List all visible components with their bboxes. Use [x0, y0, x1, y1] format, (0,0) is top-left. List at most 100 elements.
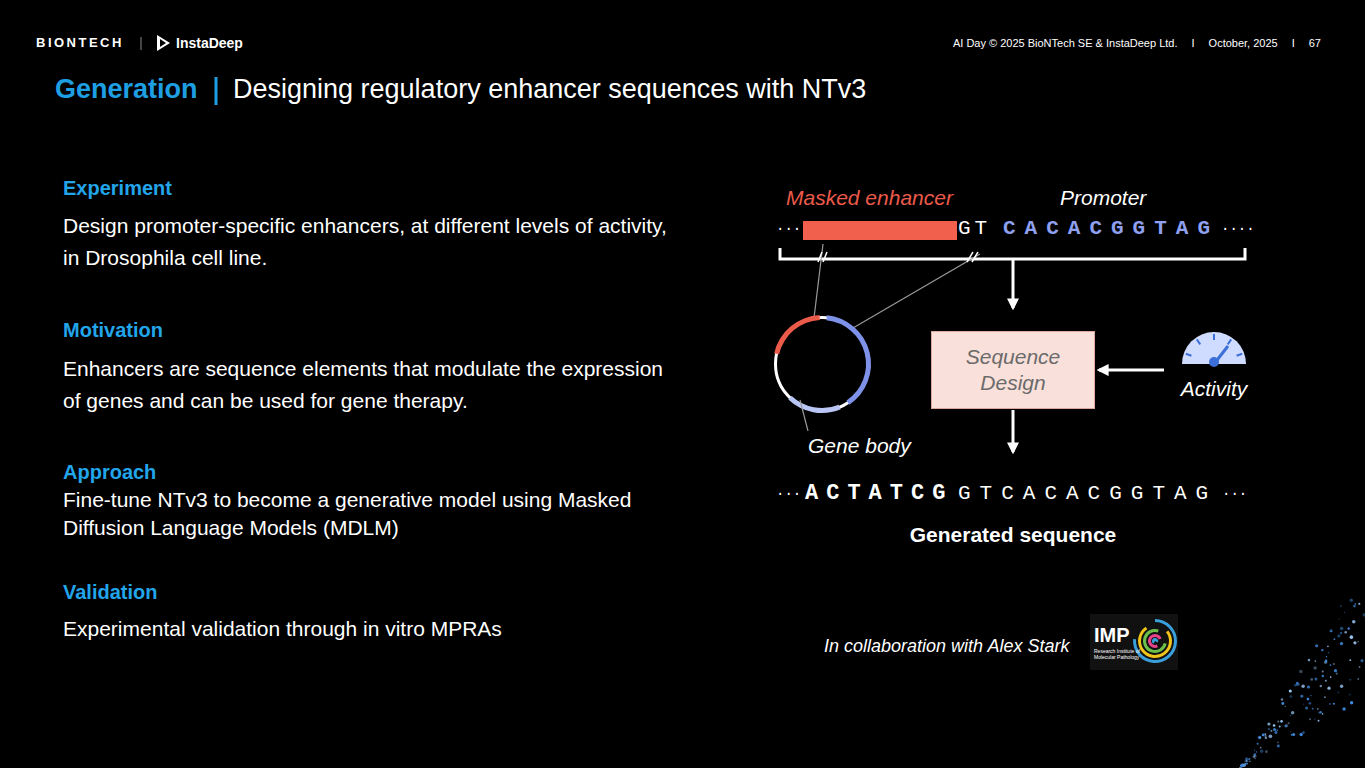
particle [1291, 711, 1295, 715]
instadeep-icon [157, 35, 170, 51]
particle [1328, 652, 1329, 653]
particle [1269, 735, 1273, 739]
particle [1256, 751, 1257, 752]
company-logo: InstaDeep [176, 35, 243, 51]
particle [1348, 627, 1350, 629]
gauge-tick [1237, 354, 1243, 356]
particle [1303, 703, 1305, 705]
particle [1344, 612, 1345, 613]
particle [1305, 706, 1308, 709]
particle [1361, 659, 1364, 662]
body-text: Experimental validation through in vitro… [63, 617, 502, 641]
particle [1284, 725, 1287, 728]
caption-label: Generated sequence [910, 523, 1117, 547]
particle [1339, 618, 1340, 619]
particle [1291, 734, 1293, 736]
particle [1334, 638, 1336, 640]
separator: I [1292, 37, 1295, 50]
particle [1333, 703, 1335, 705]
particle [1264, 733, 1266, 735]
ellipsis: ···· [1221, 221, 1255, 237]
particle [1273, 724, 1276, 727]
particle [1279, 726, 1281, 728]
sequence: ACTATCG [805, 481, 953, 506]
particle [1273, 728, 1276, 731]
particle [1355, 603, 1356, 604]
particle [1244, 760, 1247, 763]
particle [1350, 701, 1353, 704]
section-heading: Motivation [63, 319, 163, 342]
particle [1322, 670, 1324, 672]
particle [1258, 736, 1262, 740]
process-box: Sequence Design [931, 331, 1095, 409]
particle [1322, 713, 1324, 715]
particle [1349, 694, 1351, 696]
particle [1300, 695, 1303, 698]
ellipsis: ··· [1222, 486, 1247, 502]
arrow-connector [1099, 369, 1164, 372]
particle [1336, 672, 1338, 674]
gauge-tick [1228, 339, 1231, 344]
particle [1340, 685, 1343, 688]
particle [1312, 708, 1314, 710]
particle [1244, 764, 1246, 766]
particle [1285, 706, 1286, 707]
break-mark [967, 252, 978, 262]
particle [1281, 702, 1284, 705]
particle [1319, 711, 1321, 713]
particle [1265, 737, 1267, 739]
particle [1307, 685, 1310, 688]
logo-text: IMP [1094, 624, 1130, 647]
gauge-tick [1186, 354, 1192, 356]
section-name: Generation [55, 74, 198, 105]
particle [1285, 724, 1288, 727]
section-heading: Experiment [63, 177, 172, 200]
particle [1308, 659, 1311, 662]
particle [1315, 660, 1317, 662]
particle [1290, 731, 1291, 732]
down-arrow [1012, 259, 1015, 308]
particle [1318, 720, 1320, 722]
particle [1344, 631, 1347, 634]
ellipsis: ··· [776, 486, 801, 502]
particle [1260, 750, 1263, 753]
title-separator [215, 77, 218, 105]
particle [1246, 763, 1248, 765]
particle [1267, 722, 1270, 725]
page-number: 67 [1309, 37, 1321, 50]
particle [1320, 685, 1323, 688]
imp-logo-ground [1090, 614, 1178, 670]
particle [1363, 613, 1365, 616]
node-label: Sequence Design [948, 344, 1078, 397]
section-heading: Validation [63, 581, 157, 604]
particle [1253, 755, 1256, 758]
header-meta: AI Day © 2025 BioNTech SE & InstaDeep Lt… [953, 37, 1321, 50]
particle [1327, 687, 1330, 690]
sequence: GT [958, 217, 991, 241]
sequence: CACACGGTAG [1003, 217, 1219, 241]
particle [1340, 627, 1344, 631]
particle [1270, 730, 1272, 732]
particle [1317, 708, 1319, 710]
leader-line [800, 400, 808, 431]
particle [1314, 677, 1317, 680]
particle [1310, 695, 1311, 696]
particle [1309, 702, 1312, 705]
gauge-icon [1179, 326, 1249, 368]
slide-title: Designing regulatory enhancer sequences … [233, 74, 866, 105]
particle [1296, 682, 1300, 686]
particle [1290, 715, 1291, 716]
particle [1314, 719, 1315, 720]
logo-subtext: Research Institute of Molecular Patholog… [1094, 648, 1140, 660]
particle [1350, 635, 1354, 639]
particle [1299, 670, 1303, 674]
particle [1277, 721, 1279, 723]
particle [1325, 680, 1327, 682]
particle [1330, 629, 1333, 632]
particle [1276, 729, 1278, 731]
body-text: Design promoter-specific enhancers, at d… [63, 210, 668, 274]
leader-line [853, 254, 980, 328]
particle [1352, 620, 1356, 624]
